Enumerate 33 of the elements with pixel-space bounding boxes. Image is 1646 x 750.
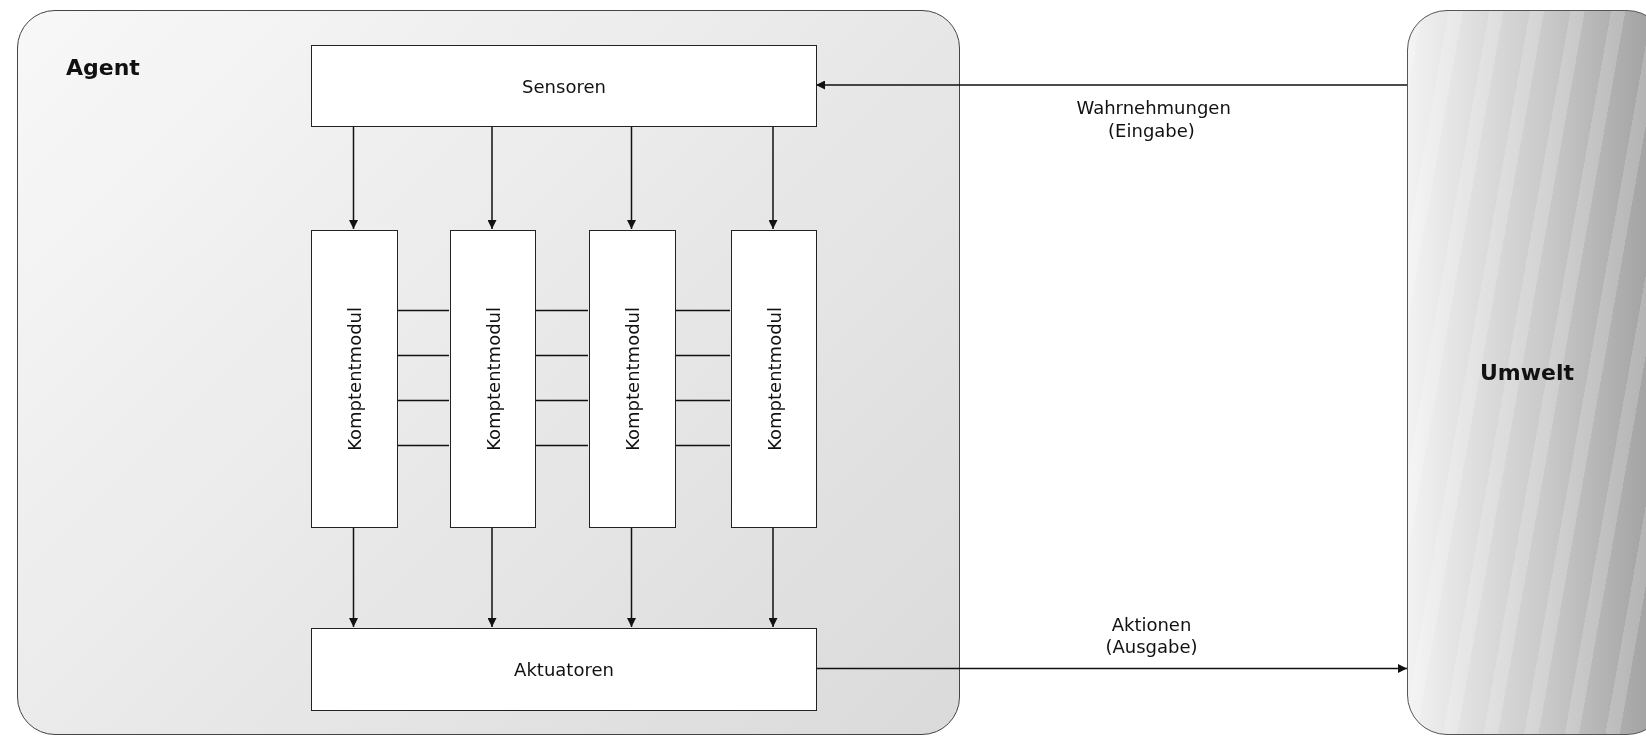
process-box: Komptentmodul	[450, 230, 536, 528]
process-box: Aktuatoren	[311, 628, 817, 711]
connector-line	[674, 309, 731, 312]
connector-line	[674, 444, 731, 447]
connector-line	[534, 399, 589, 402]
arrow	[768, 526, 778, 628]
connector-line	[396, 354, 450, 357]
connector-line	[534, 354, 589, 357]
arrow	[349, 526, 358, 628]
connector-line	[396, 444, 450, 447]
connector-line	[534, 309, 589, 312]
band-title: Umwelt	[1479, 360, 1575, 385]
process-box: Komptentmodul	[731, 230, 817, 528]
connector-line	[674, 399, 731, 402]
group-title: Agent	[66, 55, 140, 80]
connector-line	[396, 399, 450, 402]
agent-panel	[17, 10, 960, 735]
arrow	[487, 526, 497, 628]
environment-band	[1407, 10, 1646, 735]
process-box: Sensoren	[311, 45, 817, 127]
edge-label: Aktionen (Ausgabe)	[1104, 613, 1199, 659]
process-box: Komptentmodul	[311, 230, 398, 528]
connector-line	[534, 444, 589, 447]
connector-line	[674, 354, 731, 357]
arrow	[815, 664, 1408, 673]
connector-line	[396, 309, 450, 312]
arrow	[768, 125, 778, 230]
arrow	[627, 526, 636, 628]
process-box: Komptentmodul	[589, 230, 676, 528]
arrow	[815, 80, 1408, 90]
arrow	[627, 125, 636, 230]
arrow	[349, 125, 358, 230]
arrow	[487, 125, 497, 230]
